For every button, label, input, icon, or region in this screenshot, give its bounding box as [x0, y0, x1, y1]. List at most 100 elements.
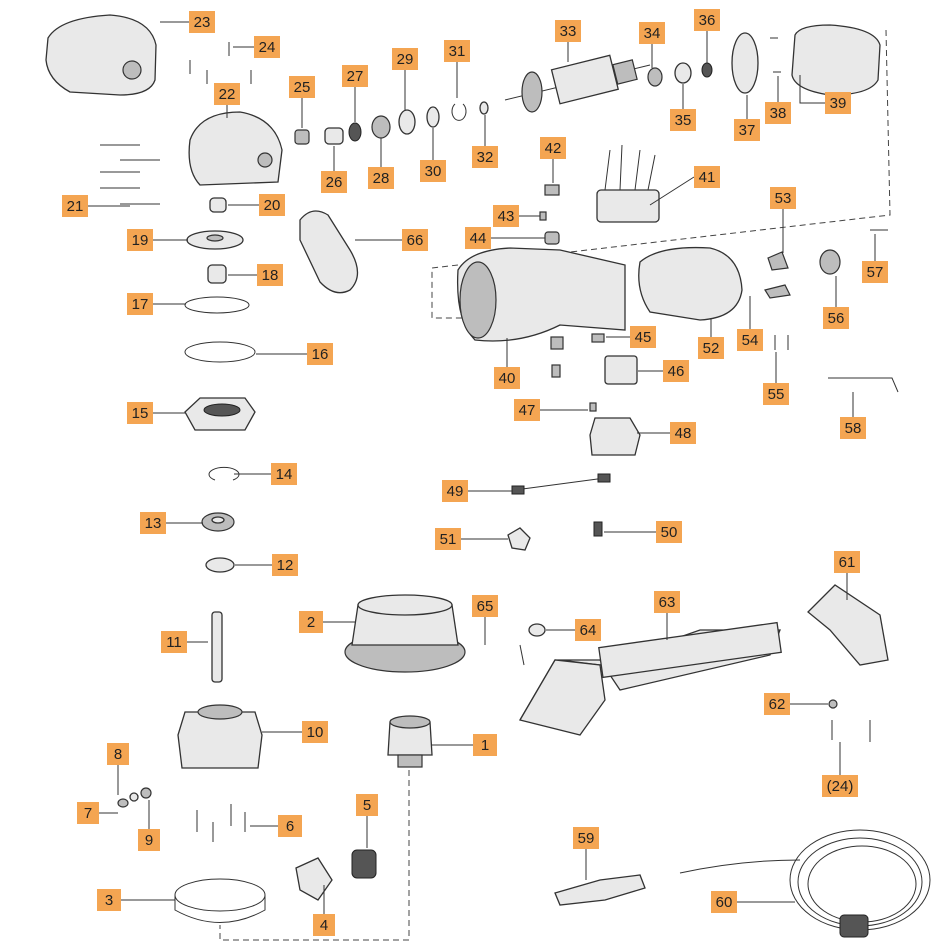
part-18 [207, 264, 227, 284]
part-gear-housing-22 [188, 111, 283, 186]
svg-text:31: 31 [449, 43, 466, 60]
part-5 [351, 849, 377, 879]
part-15 [184, 397, 256, 431]
callout-9: 9 [138, 829, 160, 851]
callout-47: 47 [514, 399, 540, 421]
callout-38: 38 [765, 102, 791, 124]
svg-text:3: 3 [105, 892, 113, 909]
part-55 [774, 335, 789, 350]
svg-text:26: 26 [326, 174, 343, 191]
svg-text:24: 24 [259, 39, 276, 56]
callout-27: 27 [342, 65, 368, 87]
part-switch-41 [596, 144, 660, 223]
assembly-dashed-line-base [219, 770, 410, 941]
svg-text:33: 33 [560, 23, 577, 40]
svg-text:54: 54 [742, 332, 759, 349]
assembly-dashed-line-motor [431, 29, 891, 319]
part-28 [371, 115, 391, 139]
callout-57: 57 [862, 261, 888, 283]
callout-42: 42 [540, 137, 566, 159]
callout-20: 20 [259, 194, 285, 216]
svg-text:50: 50 [661, 524, 678, 541]
svg-text:48: 48 [675, 425, 692, 442]
part-shaft-11 [211, 611, 223, 683]
part-64 [528, 623, 546, 637]
svg-text:23: 23 [194, 14, 211, 31]
svg-text:14: 14 [276, 466, 293, 483]
callout-50: 50 [656, 521, 682, 543]
callout-34: 34 [639, 22, 665, 44]
part-13 [201, 512, 235, 532]
callout-24-ref: (24) [822, 775, 858, 797]
part-62-screws [828, 699, 871, 742]
svg-text:25: 25 [294, 79, 311, 96]
part-34 [647, 67, 663, 87]
part-4 [295, 857, 333, 901]
svg-text:45: 45 [635, 329, 652, 346]
svg-text:30: 30 [425, 163, 442, 180]
part-12 [205, 557, 235, 573]
callout-46: 46 [663, 360, 689, 382]
svg-text:2: 2 [307, 614, 315, 631]
callout-25: 25 [289, 76, 315, 98]
part-46 [604, 355, 638, 385]
svg-text:28: 28 [373, 170, 390, 187]
part-screws-21 [100, 144, 160, 205]
part-36 [701, 62, 713, 78]
part-54 [764, 284, 791, 299]
callout-52: 52 [698, 337, 724, 359]
callout-35: 35 [670, 109, 696, 131]
callout-26: 26 [321, 171, 347, 193]
svg-text:19: 19 [132, 232, 149, 249]
svg-text:40: 40 [499, 370, 516, 387]
part-45 [550, 333, 605, 350]
svg-text:16: 16 [312, 346, 329, 363]
svg-text:38: 38 [770, 105, 787, 122]
callout-28: 28 [368, 167, 394, 189]
callout-61: 61 [834, 551, 860, 573]
svg-text:22: 22 [219, 86, 236, 103]
part-16 [184, 341, 256, 363]
svg-text:34: 34 [644, 25, 661, 42]
svg-text:1: 1 [481, 737, 489, 754]
part-14 [208, 466, 240, 481]
callout-41: 41 [694, 166, 720, 188]
part-7-8-9 [117, 787, 152, 808]
svg-text:32: 32 [477, 149, 494, 166]
svg-text:42: 42 [545, 140, 562, 157]
callout-53: 53 [770, 187, 796, 209]
svg-text:52: 52 [703, 340, 720, 357]
part-19 [186, 230, 244, 250]
part-42 [544, 184, 560, 196]
svg-text:4: 4 [320, 917, 328, 934]
part-sleeve-52 [638, 246, 743, 321]
svg-text:5: 5 [363, 797, 371, 814]
svg-text:35: 35 [675, 112, 692, 129]
part-50 [593, 521, 603, 537]
svg-text:49: 49 [447, 483, 464, 500]
callout-40: 40 [494, 367, 520, 389]
callout-7: 7 [77, 802, 99, 824]
callout-36: 36 [694, 9, 720, 31]
part-51 [507, 527, 531, 551]
svg-text:39: 39 [830, 95, 847, 112]
svg-text:11: 11 [166, 634, 182, 651]
svg-text:47: 47 [519, 402, 536, 419]
callout-29: 29 [392, 48, 418, 70]
callout-23: 23 [189, 11, 215, 33]
callout-3: 3 [97, 889, 121, 911]
callout-32: 32 [472, 146, 498, 168]
leader-lines [88, 21, 876, 914]
part-27 [348, 122, 362, 142]
part-29 [398, 109, 416, 135]
callout-60: 60 [711, 891, 737, 913]
svg-text:63: 63 [659, 594, 676, 611]
callout-13: 13 [140, 512, 166, 534]
callout-22: 22 [214, 83, 240, 105]
callout-59: 59 [573, 827, 599, 849]
callout-6: 6 [278, 815, 302, 837]
svg-text:13: 13 [145, 515, 162, 532]
part-47 [551, 364, 597, 412]
